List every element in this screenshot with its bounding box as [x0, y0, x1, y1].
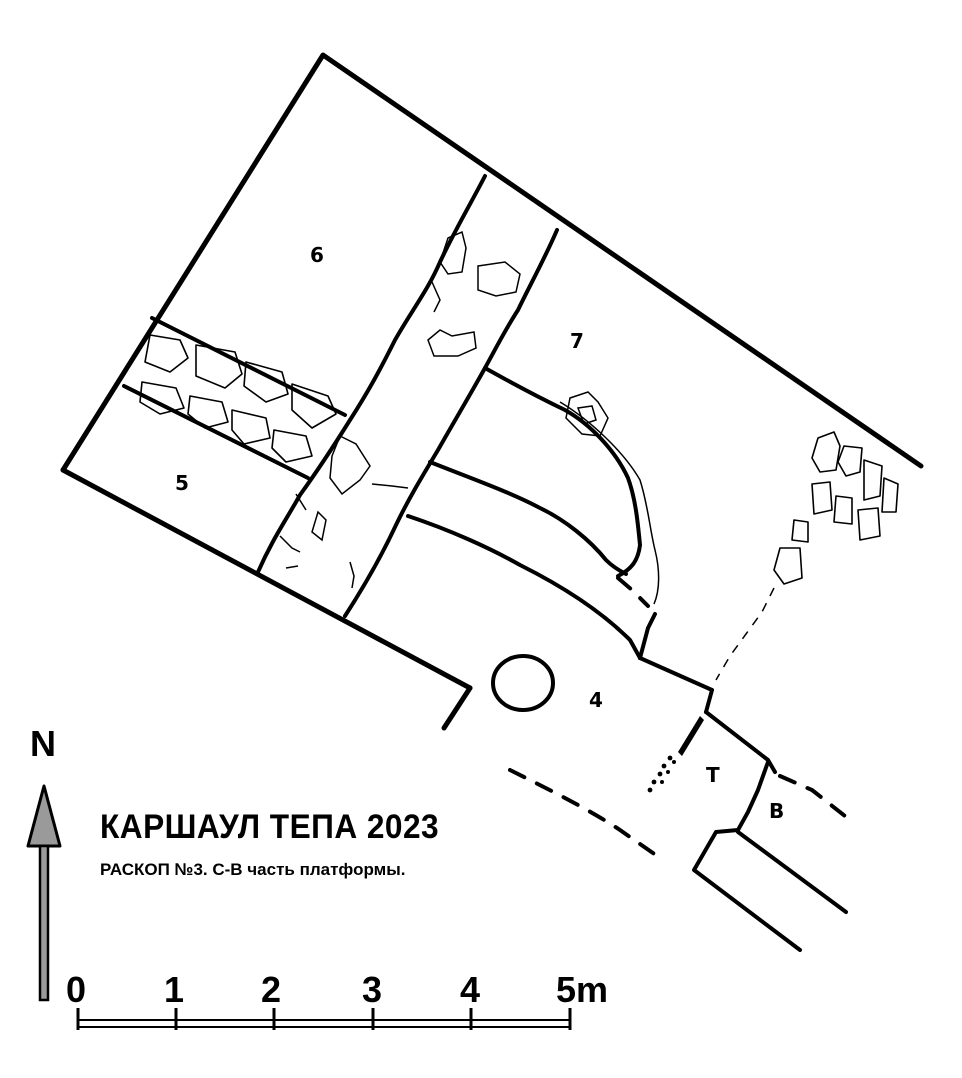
wall-strip-south-edge: [406, 514, 642, 660]
east-dashed-wall: [715, 587, 775, 681]
room-b-inner-wall: [736, 830, 848, 914]
scale-tick-label: 4: [460, 969, 480, 1010]
room-label-6: 6: [310, 243, 324, 267]
room-7-dashed-wall-end: [616, 576, 650, 608]
room-4-wall-joint: [638, 612, 657, 660]
room-7-structures: [483, 366, 660, 608]
brick-wall-west: [122, 316, 347, 480]
room-4-north-wall: [638, 656, 714, 692]
scale-bar-rect: [77, 1019, 571, 1028]
rooms-t-b-walls: [692, 710, 852, 952]
corridor-west-wall: [256, 174, 487, 574]
plan-subtitle: РАСКОП №3. С-В часть платформы.: [100, 860, 406, 879]
room-label-5: 5: [175, 471, 189, 495]
room-4-east-step: [704, 688, 714, 714]
corridor-stones: [279, 230, 521, 589]
north-label: N: [30, 723, 56, 764]
room-7-stone-cluster: [565, 391, 609, 437]
boundary-corner-step: [441, 685, 473, 731]
wall-strip-north-edge: [428, 460, 628, 576]
north-arrow: N: [26, 723, 62, 1002]
scale-bar: 0 1 2 3 4 5m: [66, 969, 608, 1030]
room-label-7: 7: [570, 329, 584, 353]
corridor-east-wall: [343, 228, 559, 618]
room-labels: 6 7 5 4 Т В: [175, 243, 784, 823]
plan-title: КАРШАУЛ ТЕПА 2023: [100, 808, 440, 846]
room-label-b: В: [769, 799, 784, 823]
south-walls: [406, 460, 714, 714]
scale-tick-label: 0: [66, 969, 86, 1010]
north-arrow-head-icon: [26, 784, 62, 848]
boundary-north-walls: [60, 52, 924, 473]
dotted-feature: [647, 716, 704, 793]
scale-tick-label: 3: [362, 969, 382, 1010]
room-4-dashed-south-wall: [508, 768, 662, 860]
room-b-south-wall: [692, 828, 802, 952]
boundary-south-wall: [60, 467, 473, 691]
room-label-4: 4: [589, 688, 603, 712]
north-arrow-shaft: [38, 844, 50, 1002]
scale-tick-label: 1: [164, 969, 184, 1010]
room-t-east-wall: [736, 760, 770, 832]
excavation-boundary: [60, 52, 924, 731]
corridor-walls: [256, 174, 559, 618]
scale-tick-label: 2: [261, 969, 281, 1010]
room-4-features: [491, 654, 704, 860]
round-pit: [491, 654, 555, 712]
scale-tick-label: 5m: [556, 969, 608, 1010]
brick-cluster-east: [715, 431, 899, 681]
room-label-t: Т: [706, 763, 720, 787]
room-7-curved-wall: [483, 366, 642, 578]
brick-wall-bottom-edge: [122, 384, 310, 480]
room-b-dashed-wall: [778, 774, 852, 822]
brick-wall-top-edge: [150, 316, 347, 417]
